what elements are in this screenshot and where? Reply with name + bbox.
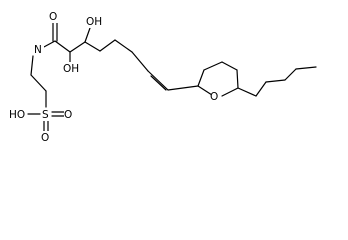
hydroxyl-3-label: OH	[86, 16, 102, 28]
bond-c7-c8	[147, 70, 169, 91]
sulfur-label: S	[42, 109, 49, 121]
bond-pentyl-5	[295, 66, 317, 70]
bond-ring-c10-c11	[203, 61, 223, 71]
bond-c2-c3	[69, 41, 86, 53]
amide-nitrogen-label: N	[34, 44, 42, 56]
bond-c4-c5	[99, 39, 116, 52]
chemical-structure: O OH N OH O HO S O O	[9, 10, 317, 144]
bond-c1-c2	[54, 40, 71, 53]
bond-ch2-ch2	[30, 74, 47, 92]
bond-n-ch2	[30, 55, 34, 76]
sulfonyl-oxygen-right-label: O	[64, 109, 72, 121]
sulfonic-hydroxyl-label: HO	[9, 109, 25, 121]
bond-pentyl-2	[255, 81, 267, 97]
bond-pentyl-3	[265, 79, 286, 83]
sulfonyl-oxygen-bottom-label: O	[41, 132, 49, 144]
bond-c7-c8-second	[150, 75, 167, 91]
bond-ring-c11-c12	[221, 61, 238, 71]
bonds	[27, 21, 317, 132]
ring-oxygen-label: O	[210, 91, 218, 103]
bond-c8-c9	[167, 85, 199, 91]
bond-ring-o-c9	[197, 85, 213, 96]
bond-c5-c6	[114, 39, 133, 53]
atom-labels: O OH N OH O HO S O O	[9, 10, 221, 144]
bond-ring-c12-c13	[236, 69, 239, 89]
bond-c3-c4	[84, 41, 101, 52]
bond-pentyl-4	[284, 68, 297, 81]
bond-amide-cn	[41, 40, 56, 49]
bond-ring-c13-o	[221, 87, 239, 97]
bond-ring-c9-c10	[197, 69, 205, 87]
bond-c6-c7	[131, 51, 149, 72]
hydroxyl-2-label: OH	[63, 63, 79, 75]
bond-pentyl-1	[237, 87, 257, 97]
bond-c3-oh	[84, 27, 91, 43]
amide-oxygen-label: O	[49, 11, 57, 23]
